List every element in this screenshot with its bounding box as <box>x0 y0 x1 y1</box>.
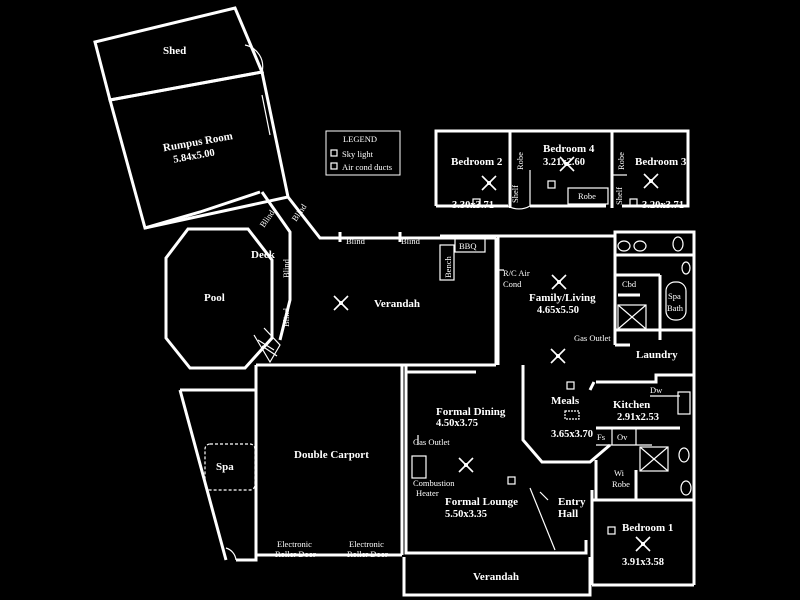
bedroom2-robe: Robe <box>515 152 525 170</box>
formal-lounge-size: 5.50x3.35 <box>445 509 487 520</box>
kitchen-size: 2.91x2.53 <box>617 412 659 423</box>
walls <box>93 6 696 597</box>
carport-label: Double Carport <box>294 449 369 461</box>
shed-label: Shed <box>163 45 186 57</box>
bedroom3-label: Bedroom 3 <box>635 156 687 168</box>
verandah-front-label: Verandah <box>473 571 519 583</box>
cbd-label: Cbd <box>622 279 637 289</box>
entry-line2: Hall <box>558 508 578 520</box>
deck-label: Deck <box>251 249 276 261</box>
combustion-line1: Combustion <box>413 478 455 488</box>
bench-label: Bench <box>443 256 453 278</box>
bedroom2-size: 3.30x3.71 <box>452 200 494 211</box>
formal-dining-size: 4.50x3.75 <box>436 418 478 429</box>
spa-bath-line2: Bath <box>667 303 684 313</box>
bedroom4-size: 3.21x2.60 <box>543 157 585 168</box>
bedroom3-robe: Robe <box>616 152 626 170</box>
room-labels: Shed Rumpus Room 5.84x5.00 Bedroom 2 3.3… <box>162 45 687 583</box>
bedroom1-size: 3.91x3.58 <box>622 557 664 568</box>
bedroom3-size: 3.20x3.71 <box>642 200 684 211</box>
ceiling-fans <box>333 156 659 552</box>
blind-label: Blind <box>401 236 421 246</box>
family-size: 4.65x5.50 <box>537 305 579 316</box>
meals-size: 3.65x3.70 <box>551 429 593 440</box>
bedroom4-robe: Robe <box>578 191 596 201</box>
wi-robe-line1: Wi <box>614 468 625 478</box>
kitchen-label: Kitchen <box>613 399 650 411</box>
legend-item-skylight: Sky light <box>342 149 374 159</box>
skylight-icon <box>330 149 338 157</box>
bedroom4-label: Bedroom 4 <box>543 143 595 155</box>
laundry-label: Laundry <box>636 349 678 361</box>
roller-door-2-line2: Roller Door <box>347 549 388 559</box>
family-label: Family/Living <box>529 292 596 304</box>
legend-title: LEGEND <box>343 134 377 144</box>
gas-outlet-dining: Gas Outlet <box>413 437 450 447</box>
formal-dining-label: Formal Dining <box>436 406 506 418</box>
formal-lounge-label: Formal Lounge <box>445 496 518 508</box>
combustion-line2: Heater <box>416 488 439 498</box>
spa-bath-line1: Spa <box>668 291 681 301</box>
bedroom1-label: Bedroom 1 <box>622 522 673 534</box>
roller-door-1-line1: Electronic <box>277 539 312 549</box>
bbq-label: BBQ <box>459 241 476 251</box>
blind-label: Blind <box>346 236 366 246</box>
bedroom2-shelf: Shelf <box>510 185 520 203</box>
gas-outlet-family: Gas Outlet <box>574 333 611 343</box>
roller-door-2-line1: Electronic <box>349 539 384 549</box>
meals-label: Meals <box>551 395 580 407</box>
blind-label: Blind <box>281 307 291 327</box>
blind-label: Blind <box>281 258 291 278</box>
aircon-line2: Cond <box>503 279 522 289</box>
aircon-duct-icon <box>330 162 338 170</box>
legend: LEGEND Sky light Air cond ducts <box>325 130 401 176</box>
dishwasher-label: Dw <box>650 385 663 395</box>
wi-robe-line2: Robe <box>612 479 630 489</box>
oven-label: Ov <box>617 432 628 442</box>
bedroom2-label: Bedroom 2 <box>451 156 503 168</box>
aircon-ducts <box>472 180 638 535</box>
bedroom4-shelf: Shelf <box>614 187 624 205</box>
fridge-space-label: Fs <box>597 432 605 442</box>
legend-item-aircon: Air cond ducts <box>342 162 392 172</box>
verandah-back-label: Verandah <box>374 298 420 310</box>
spa-label: Spa <box>216 461 234 473</box>
pool-label: Pool <box>204 292 225 304</box>
entry-line1: Entry <box>558 496 586 508</box>
roller-door-1-line2: Roller Door <box>275 549 316 559</box>
aircon-line1: R/C Air <box>503 268 530 278</box>
